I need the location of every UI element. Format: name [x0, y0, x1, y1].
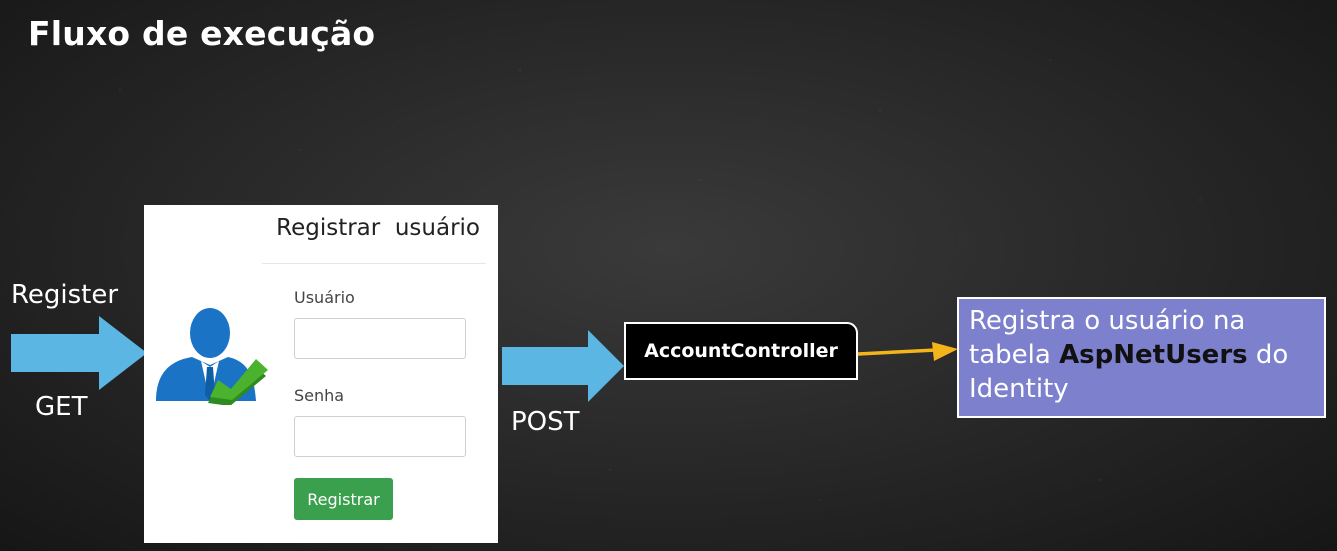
account-controller-box: AccountController — [624, 322, 858, 380]
form-title: Registrar usuário — [276, 215, 480, 241]
result-line-3: Identity — [969, 374, 1069, 404]
get-arrow — [11, 316, 147, 390]
post-arrow — [502, 330, 624, 402]
form-divider — [262, 263, 486, 264]
register-button[interactable]: Registrar — [294, 478, 393, 520]
post-label: POST — [511, 407, 580, 437]
password-label: Senha — [294, 386, 345, 405]
result-line-1: Registra o usuário na — [969, 306, 1246, 336]
slide-title: Fluxo de execução — [28, 14, 376, 53]
connector-arrow — [858, 342, 958, 361]
password-input[interactable] — [294, 416, 466, 457]
username-input[interactable] — [294, 318, 466, 359]
register-form-card: Registrar usuário Usuário Senha Registra… — [144, 205, 498, 543]
get-label: GET — [35, 392, 88, 422]
result-box: Registra o usuário na tabela AspNetUsers… — [957, 297, 1326, 418]
result-line-2: tabela AspNetUsers do — [969, 338, 1314, 372]
register-label: Register — [11, 280, 119, 310]
user-check-icon — [156, 308, 268, 405]
result-line-2-prefix: tabela — [969, 340, 1060, 370]
result-table-name: AspNetUsers — [1059, 340, 1248, 370]
username-label: Usuário — [294, 288, 355, 307]
result-line-2-suffix: do — [1247, 340, 1289, 370]
